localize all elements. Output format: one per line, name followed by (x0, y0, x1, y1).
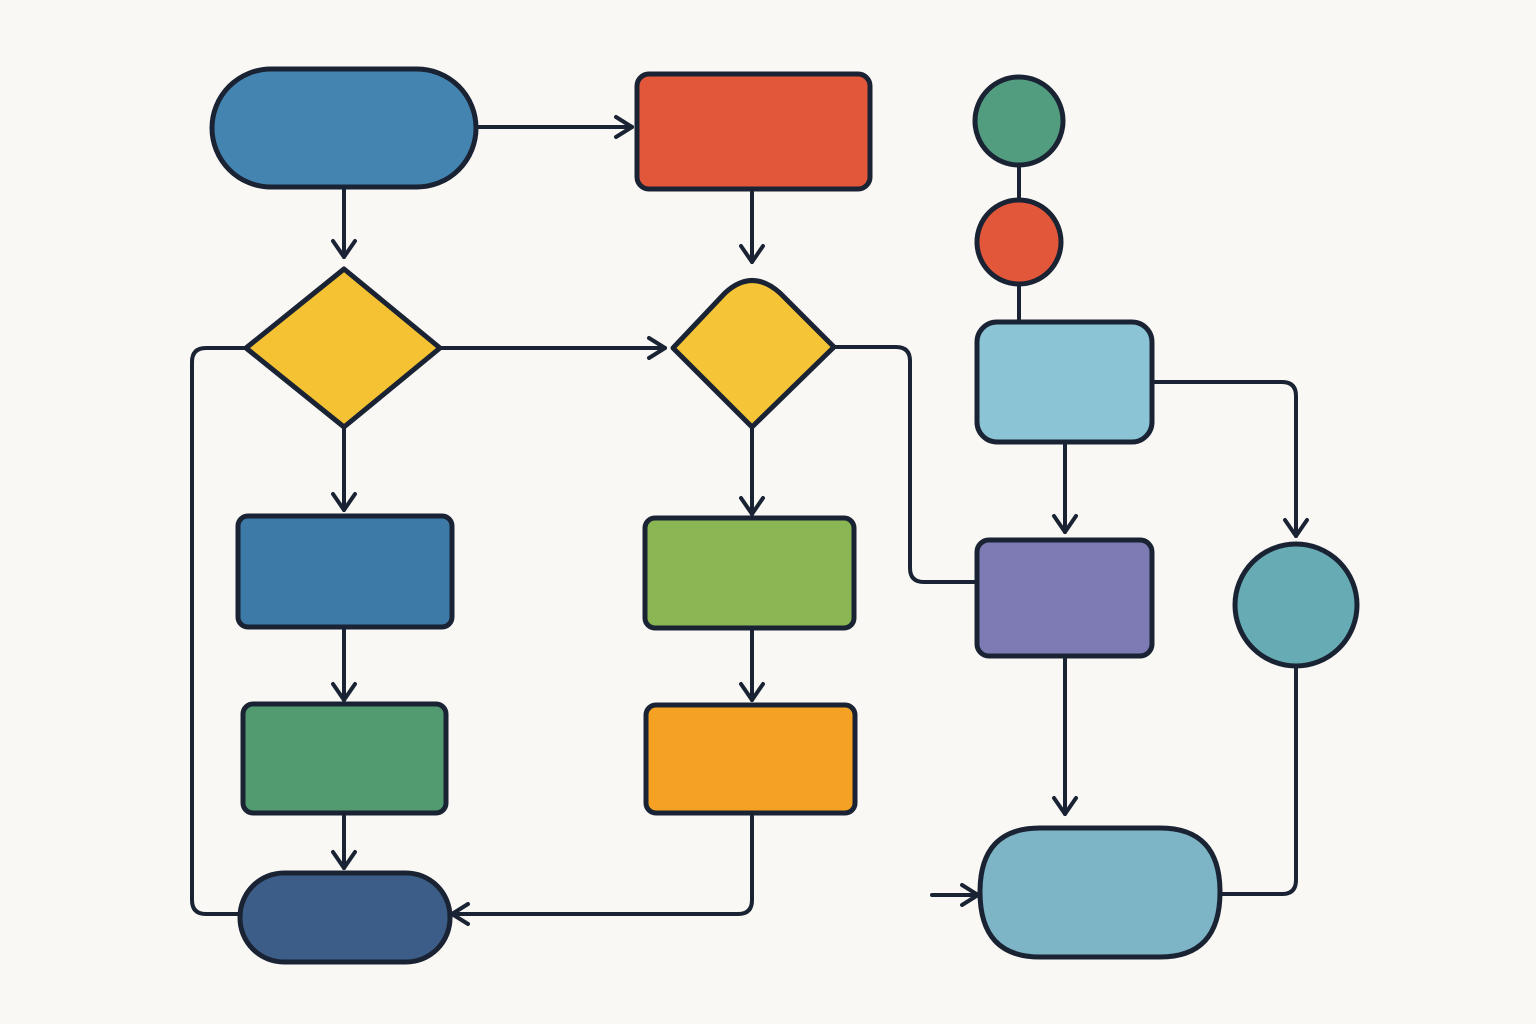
arrowhead (331, 492, 357, 512)
arrowhead (739, 682, 765, 702)
process-red[interactable] (634, 71, 873, 192)
connectors (190, 115, 1309, 926)
arrowhead (331, 239, 357, 259)
connector-green[interactable] (972, 74, 1066, 168)
process-purple[interactable] (974, 537, 1155, 659)
decision-left[interactable] (243, 266, 443, 430)
edge-decision-left-loop-to-end (190, 346, 248, 916)
edge-decision-right-to-purple (832, 345, 980, 584)
process-lime[interactable] (642, 515, 857, 631)
process-lightblue[interactable] (974, 319, 1155, 445)
nodes (209, 66, 1360, 965)
edge-orange-to-end (450, 811, 754, 916)
process-green[interactable] (240, 701, 449, 816)
arrowhead (331, 682, 357, 702)
arrowhead (647, 336, 667, 360)
arrowhead (739, 496, 765, 516)
arrowhead (1052, 514, 1078, 534)
arrowhead (331, 850, 357, 870)
process-blue[interactable] (235, 513, 455, 630)
edge-teal-to-end-right (1218, 666, 1298, 896)
process-orange[interactable] (643, 702, 858, 816)
arrowhead (739, 244, 765, 264)
arrowhead (1283, 518, 1309, 538)
connector-teal[interactable] (1232, 541, 1360, 669)
end-terminal-right[interactable] (977, 825, 1223, 960)
arrowhead (1052, 796, 1078, 816)
arrowhead (614, 115, 634, 139)
edge-lightblue-to-teal (1150, 380, 1298, 538)
decision-right[interactable] (670, 278, 837, 430)
connector-red[interactable] (974, 197, 1064, 287)
start-terminal[interactable] (209, 66, 479, 190)
end-terminal[interactable] (237, 870, 453, 965)
